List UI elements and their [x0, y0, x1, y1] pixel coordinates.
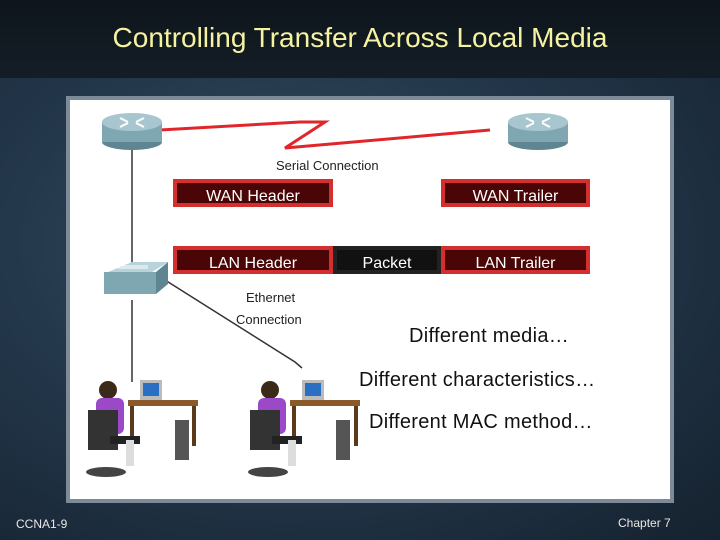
lan-header-box: LAN Header [173, 246, 333, 274]
bullet-mac-method: Different MAC method… [365, 411, 597, 434]
wan-trailer-box: WAN Trailer [441, 179, 590, 207]
connection-label: Connection [236, 312, 302, 327]
router-right-icon [508, 113, 568, 150]
workstation-left-icon [86, 380, 198, 477]
course-code: CCNA1-9 [16, 517, 68, 531]
bullet-media: Different media… [405, 325, 574, 348]
serial-link-line [159, 120, 491, 150]
chapter-label: Chapter 7 [618, 516, 671, 530]
title-bar [0, 0, 720, 78]
network-diagram: Serial Connection Ethernet Connection [66, 96, 674, 503]
packet-box: Packet [333, 246, 441, 274]
serial-connection-label: Serial Connection [276, 158, 379, 173]
slide-title: Controlling Transfer Across Local Media [112, 22, 608, 53]
workstation-right-icon [248, 380, 360, 477]
wan-header-box: WAN Header [173, 179, 333, 207]
router-left-icon [102, 113, 162, 150]
switch-pc2-cable [164, 279, 303, 369]
ethernet-label: Ethernet [246, 290, 296, 305]
lan-trailer-box: LAN Trailer [441, 246, 590, 274]
diagram-drawing [86, 113, 568, 477]
bullet-characteristics: Different characteristics… [355, 369, 600, 392]
switch-icon [104, 262, 168, 294]
